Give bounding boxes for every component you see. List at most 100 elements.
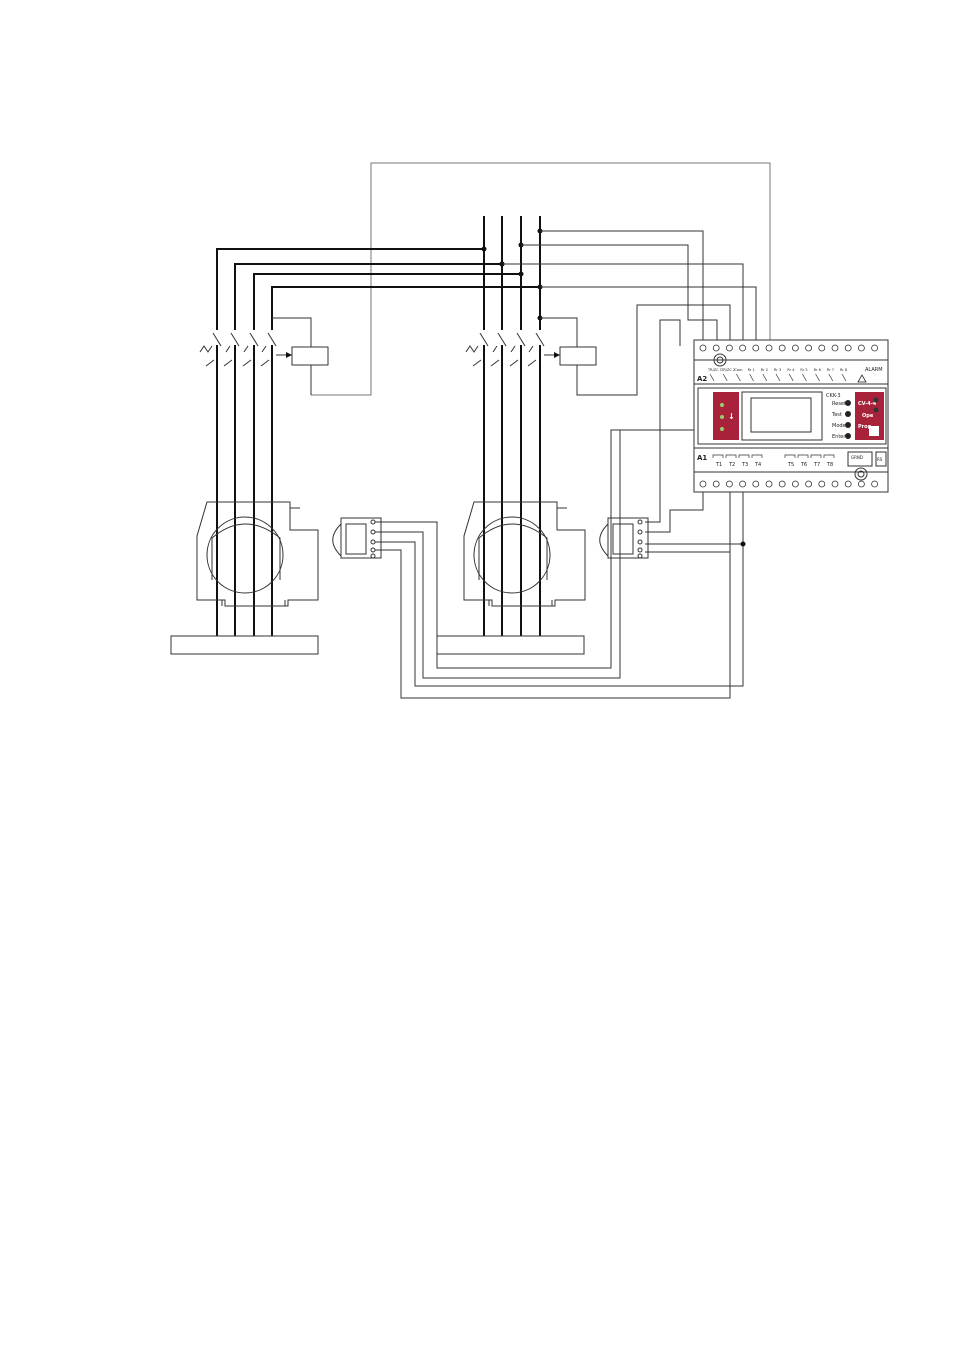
top-terminal-label: Rr 5 <box>800 368 807 372</box>
right-toroid-ct <box>463 501 586 607</box>
relay-contact-symbol <box>815 373 820 382</box>
button-label: Mode <box>832 423 846 429</box>
ct-input-symbol <box>751 454 763 458</box>
relay-contact-symbol <box>722 373 728 382</box>
top-terminal-label: Rr 4 <box>787 368 795 372</box>
bottom-terminal-label: T5 <box>787 462 794 468</box>
right-busbar <box>437 635 585 655</box>
terminal-screw <box>739 344 746 352</box>
bottom-terminal-label: T8 <box>826 462 833 468</box>
ct-input-symbol <box>810 454 822 458</box>
bottom-terminal-label: T7 <box>813 462 820 468</box>
terminal-screw <box>712 344 720 352</box>
terminal-screw <box>712 480 720 488</box>
left-busbar <box>170 635 319 655</box>
button-label: Reset <box>832 401 846 407</box>
terminal-screw <box>752 344 760 352</box>
status-led-2 <box>873 407 879 413</box>
terminal-screw <box>858 344 865 352</box>
right-terminal-module <box>599 517 649 559</box>
terminal-screw <box>726 344 733 352</box>
relay-contact-symbol <box>775 373 781 382</box>
relay-contact-symbol <box>762 373 768 382</box>
arrow-down-icon: ↓ <box>728 412 735 421</box>
cv-label: CV-4-4 <box>858 401 877 407</box>
top-terminal-label: Rr 3 <box>774 368 781 372</box>
relay-contact-symbol <box>749 373 754 382</box>
bottom-terminals <box>699 480 878 488</box>
relay-contact-symbol <box>788 373 794 382</box>
a2-label: A2 <box>697 375 707 383</box>
terminal-screw <box>805 344 812 352</box>
terminal-screw <box>871 480 878 488</box>
terminal-screw <box>871 344 878 352</box>
ct-input-symbol <box>823 454 835 458</box>
panel-button[interactable] <box>845 400 851 406</box>
top-terminal-label: TR/ZC 2 <box>720 368 735 372</box>
ct-input-symbol <box>712 454 724 458</box>
terminal-screw <box>818 344 826 352</box>
terminal-screw <box>818 480 826 488</box>
a1-label: A1 <box>697 454 707 462</box>
brand-label: CKK-3 <box>826 393 841 399</box>
terminal-screw <box>739 480 746 488</box>
terminal-screw <box>765 480 773 488</box>
bottom-terminal-label: T6 <box>800 462 807 468</box>
terminal-screw <box>699 480 707 488</box>
relay-contact-symbol <box>709 373 715 382</box>
led-1 <box>720 403 724 407</box>
top-terminal-label: Rr 7 <box>827 368 834 372</box>
relay-contact-symbol <box>828 373 834 382</box>
status-led <box>873 397 879 403</box>
left-toroid-ct <box>196 501 319 607</box>
left-relay-box <box>272 317 329 395</box>
terminal-screw <box>778 480 786 488</box>
terminal-screw <box>831 344 839 352</box>
top-terminal-label: Rr 6 <box>814 368 821 372</box>
panel-button[interactable] <box>845 422 851 428</box>
left-feeder <box>170 248 540 655</box>
bottom-mount-knob <box>854 467 868 481</box>
right-feeder <box>437 216 757 655</box>
top-terminal-label: Rr 2 <box>761 368 768 372</box>
bottom-terminal-label: T2 <box>728 462 735 468</box>
terminal-screw <box>831 480 839 488</box>
led-3 <box>720 427 724 431</box>
top-terminal-label: Com <box>734 368 743 372</box>
panel-button[interactable] <box>845 433 851 439</box>
ct-input-symbol <box>784 454 796 458</box>
panel-button[interactable] <box>845 411 851 417</box>
prog-label: Prog <box>858 424 872 430</box>
grnd-label: GRND <box>851 455 863 460</box>
alarm-label: ALARM <box>865 367 883 373</box>
lcd-screen <box>750 397 812 433</box>
warning-icon <box>857 374 867 383</box>
rs-label: RS <box>877 457 883 462</box>
left-terminal-module <box>332 517 382 559</box>
bottom-terminal-label: T1 <box>715 462 722 468</box>
terminal-screw <box>765 344 773 352</box>
led-2 <box>720 415 724 419</box>
grey-loop-wire <box>311 162 771 396</box>
top-terminal-label: Rr 8 <box>840 368 847 372</box>
top-terminal-label: TR/ZC 1 <box>707 368 722 372</box>
ct-return-wires <box>375 319 746 699</box>
ct-input-symbol <box>738 454 750 458</box>
left-breaker <box>199 332 292 367</box>
terminal-screw <box>858 480 865 488</box>
left-red-panel <box>713 392 739 440</box>
terminal-screw <box>699 344 707 352</box>
top-terminals <box>699 344 878 352</box>
terminal-screw <box>792 480 799 488</box>
bottom-terminal-label: T4 <box>754 462 761 468</box>
right-relay-box <box>540 304 731 396</box>
button-label: Enter <box>832 434 846 440</box>
button-label: Test <box>831 412 842 418</box>
relay-contact-symbol <box>736 373 741 382</box>
terminal-screw <box>778 344 786 352</box>
ope-label: Ope <box>862 413 874 419</box>
